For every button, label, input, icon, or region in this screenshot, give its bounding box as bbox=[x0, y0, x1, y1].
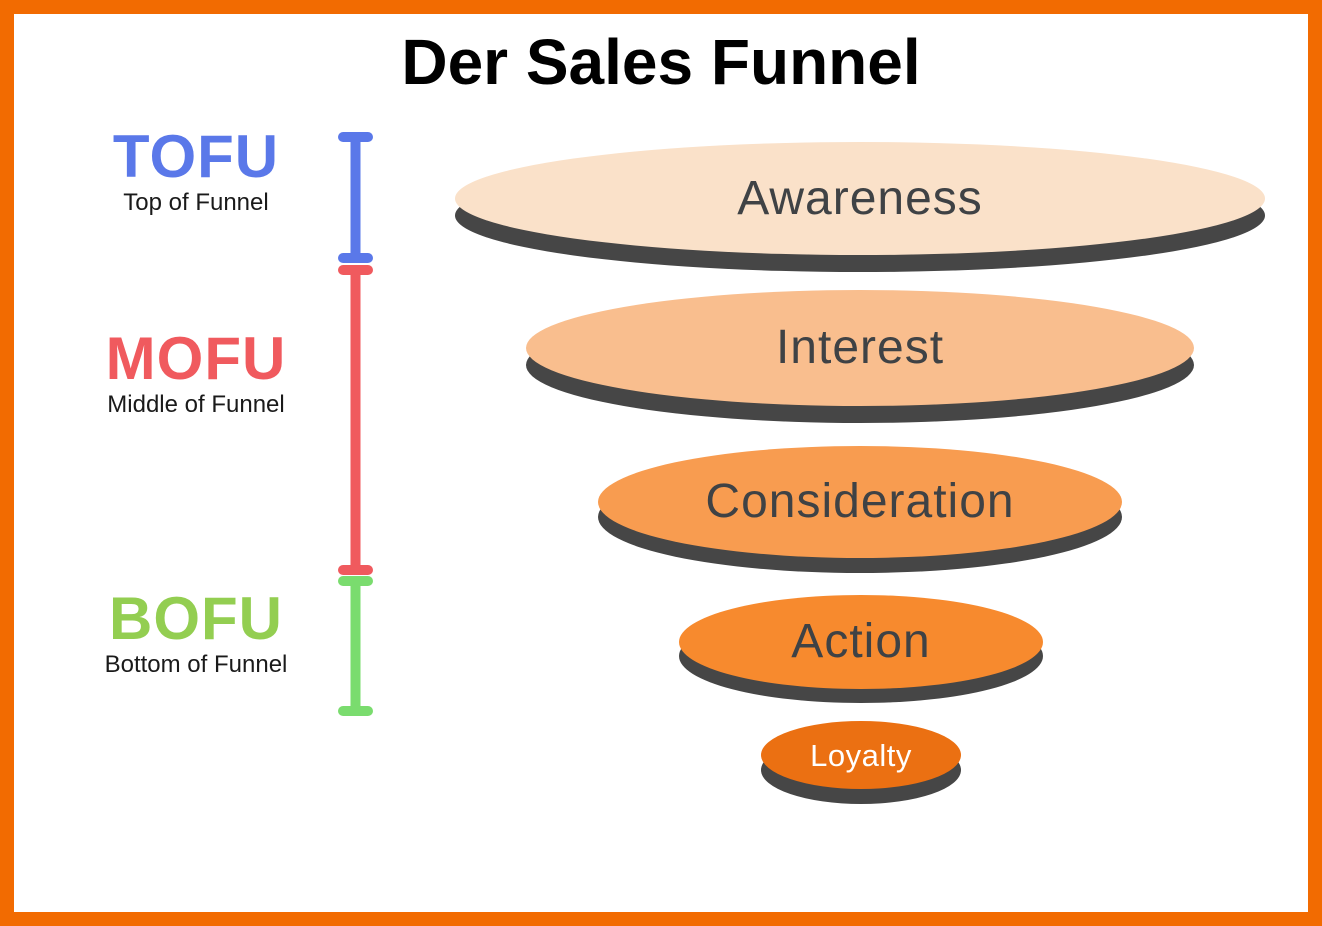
mofu-bracket-icon bbox=[338, 265, 373, 575]
tofu-label: Top of Funnel bbox=[123, 189, 269, 216]
page-title: Der Sales Funnel bbox=[401, 26, 921, 98]
stage-ellipse-loyalty: Loyalty bbox=[761, 721, 961, 789]
stage-label-consideration: Consideration bbox=[705, 475, 1015, 528]
tofu-bracket-icon bbox=[338, 132, 373, 263]
mofu-abbreviation: MOFU bbox=[105, 325, 287, 392]
mofu-label: Middle of Funnel bbox=[107, 391, 285, 418]
stage-ellipse-interest: Interest bbox=[526, 290, 1194, 406]
bofu-abbreviation: BOFU bbox=[109, 585, 283, 652]
stage-label-interest: Interest bbox=[775, 321, 945, 374]
funnel-stage-awareness: Awareness bbox=[455, 142, 1265, 272]
stage-label-action: Action bbox=[791, 615, 931, 668]
legend-bofu: BOFU Bottom of Funnel bbox=[51, 589, 341, 679]
bofu-label: Bottom of Funnel bbox=[104, 651, 288, 678]
funnel-stage-loyalty: Loyalty bbox=[761, 721, 961, 804]
stage-ellipse-consideration: Consideration bbox=[598, 446, 1122, 558]
funnel-stage-action: Action bbox=[679, 595, 1043, 703]
legend-mofu: MOFU Middle of Funnel bbox=[51, 329, 341, 419]
tofu-abbreviation: TOFU bbox=[112, 123, 280, 190]
stage-label-awareness: Awareness bbox=[737, 171, 983, 225]
stage-ellipse-action: Action bbox=[679, 595, 1043, 689]
legend-tofu: TOFU Top of Funnel bbox=[51, 127, 341, 217]
funnel-stage-consideration: Consideration bbox=[598, 446, 1122, 573]
funnel-stage-interest: Interest bbox=[526, 290, 1194, 423]
stage-ellipse-awareness: Awareness bbox=[455, 142, 1265, 255]
bofu-bracket-icon bbox=[338, 576, 373, 716]
stage-label-loyalty: Loyalty bbox=[810, 737, 912, 773]
